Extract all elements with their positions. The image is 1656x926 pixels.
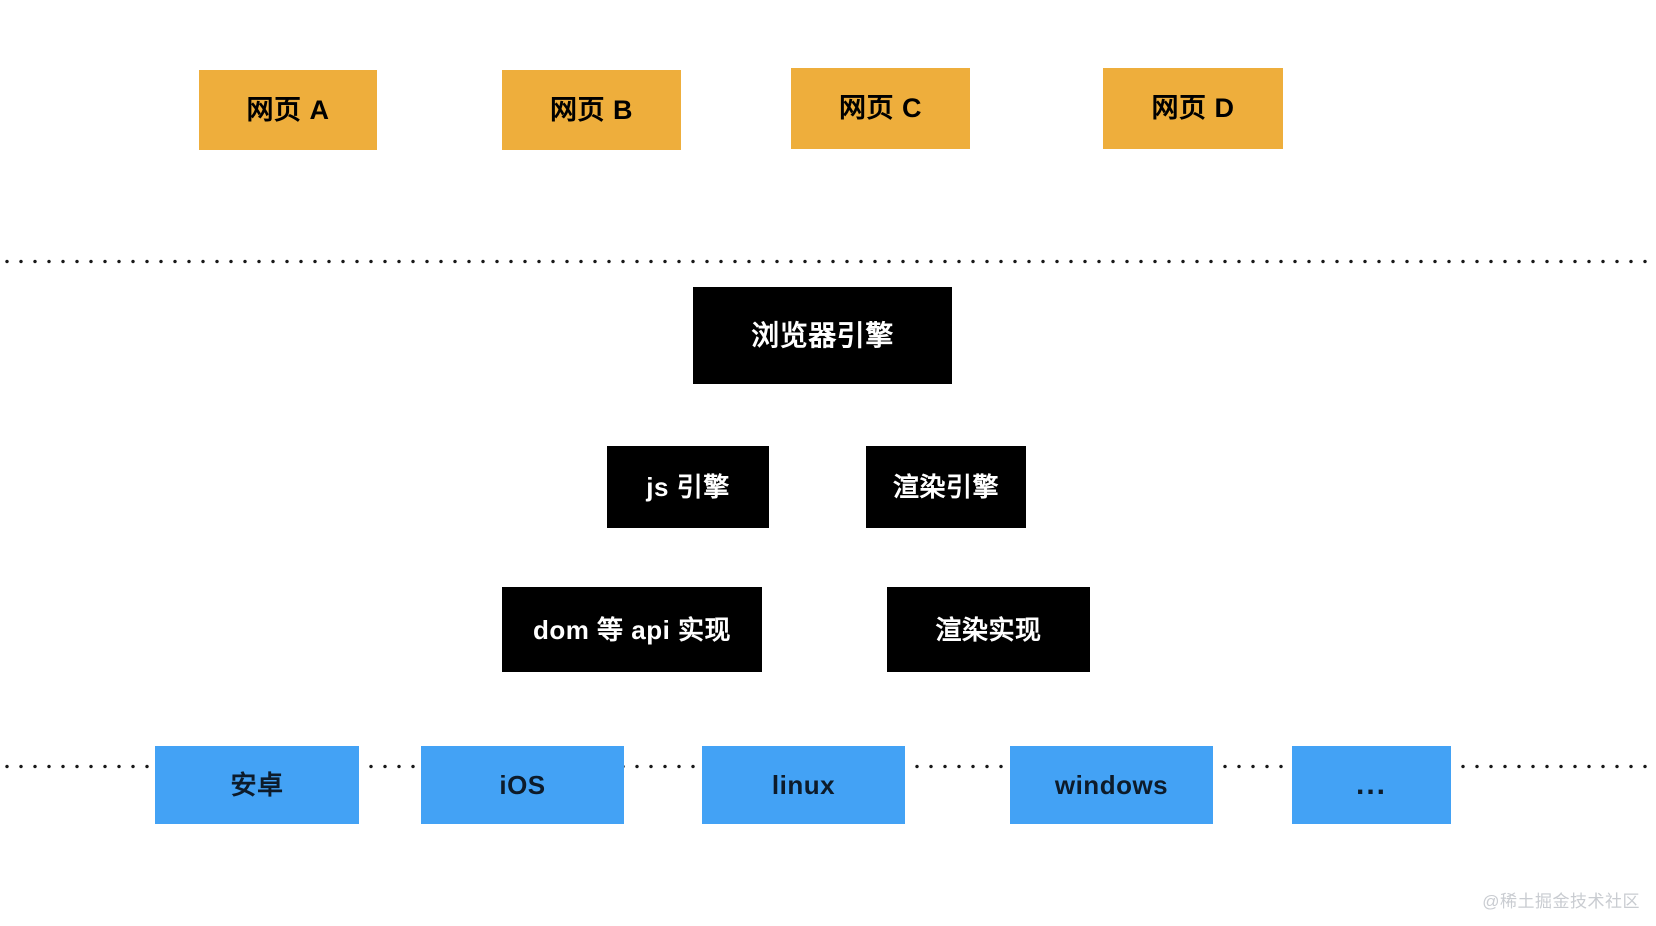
- browser-engine-label: 浏览器引擎: [751, 319, 894, 351]
- os-box-windows-label: windows: [1054, 770, 1169, 800]
- js-engine-box: js 引擎: [607, 446, 769, 528]
- os-box-windows: windows: [1010, 746, 1213, 824]
- os-box-more: ...: [1292, 746, 1451, 824]
- render-impl-box: 渲染实现: [887, 587, 1090, 672]
- dom-api-impl-label: dom 等 api 实现: [532, 614, 732, 645]
- browser-engine-box: 浏览器引擎: [693, 287, 952, 384]
- render-engine-box: 渲染引擎: [866, 446, 1026, 528]
- os-box-linux-label: linux: [771, 770, 836, 800]
- page-box-d: 网页 D: [1103, 68, 1283, 149]
- page-box-a: 网页 A: [199, 70, 377, 150]
- page-box-a-label: 网页 A: [246, 94, 330, 125]
- os-box-android-label: 安卓: [230, 770, 284, 800]
- os-box-linux: linux: [702, 746, 905, 824]
- page-box-c-label: 网页 C: [839, 93, 922, 123]
- page-box-d-label: 网页 D: [1151, 93, 1235, 123]
- js-engine-label: js 引擎: [646, 472, 730, 502]
- os-box-android: 安卓: [155, 746, 359, 824]
- page-box-c: 网页 C: [791, 68, 970, 149]
- os-box-ios-label: iOS: [499, 770, 546, 800]
- render-impl-label: 渲染实现: [935, 614, 1042, 645]
- render-engine-label: 渲染引擎: [892, 472, 999, 502]
- os-box-more-label: ...: [1355, 768, 1387, 801]
- watermark: @稀土掘金技术社区: [1482, 892, 1640, 911]
- os-box-ios: iOS: [421, 746, 624, 824]
- divider-pages-engines: [0, 259, 1656, 264]
- page-box-b-label: 网页 B: [550, 94, 633, 125]
- dom-api-impl-box: dom 等 api 实现: [502, 587, 762, 672]
- page-box-b: 网页 B: [502, 70, 681, 150]
